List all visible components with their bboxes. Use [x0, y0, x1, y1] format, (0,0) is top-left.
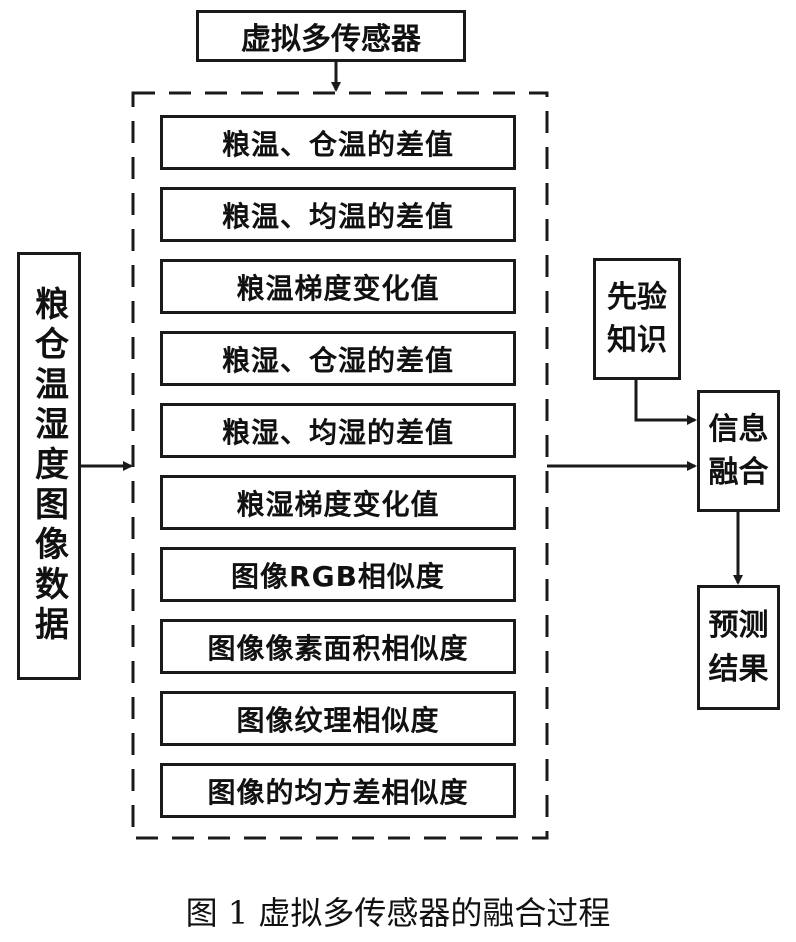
feature-box: 粮温、均温的差值 — [160, 187, 516, 242]
prior-knowledge-box: 先验 知识 — [593, 258, 681, 380]
figure-caption: 图 1 虚拟多传感器的融合过程 — [185, 894, 611, 932]
feature-box: 粮温、仓温的差值 — [160, 115, 516, 170]
feature-box: 图像像素面积相似度 — [160, 619, 516, 674]
prediction-result-box: 预测 结果 — [697, 585, 780, 710]
granary-data-box: 粮仓温湿度图像数据 — [17, 252, 81, 680]
feature-box: 图像的均方差相似度 — [160, 763, 516, 818]
feature-box: 粮湿、仓湿的差值 — [160, 331, 516, 386]
information-fusion-box: 信息 融合 — [697, 390, 780, 512]
feature-box: 粮温梯度变化值 — [160, 259, 516, 314]
feature-box: 粮湿、均湿的差值 — [160, 403, 516, 458]
sensor-group-dashed-border — [131, 91, 549, 840]
feature-box: 图像纹理相似度 — [160, 691, 516, 746]
arrow-prior-to-fusion — [634, 380, 697, 425]
feature-box: 粮湿梯度变化值 — [160, 475, 516, 530]
virtual-multisensor-box: 虚拟多传感器 — [196, 10, 466, 62]
feature-box: 图像RGB相似度 — [160, 547, 516, 602]
